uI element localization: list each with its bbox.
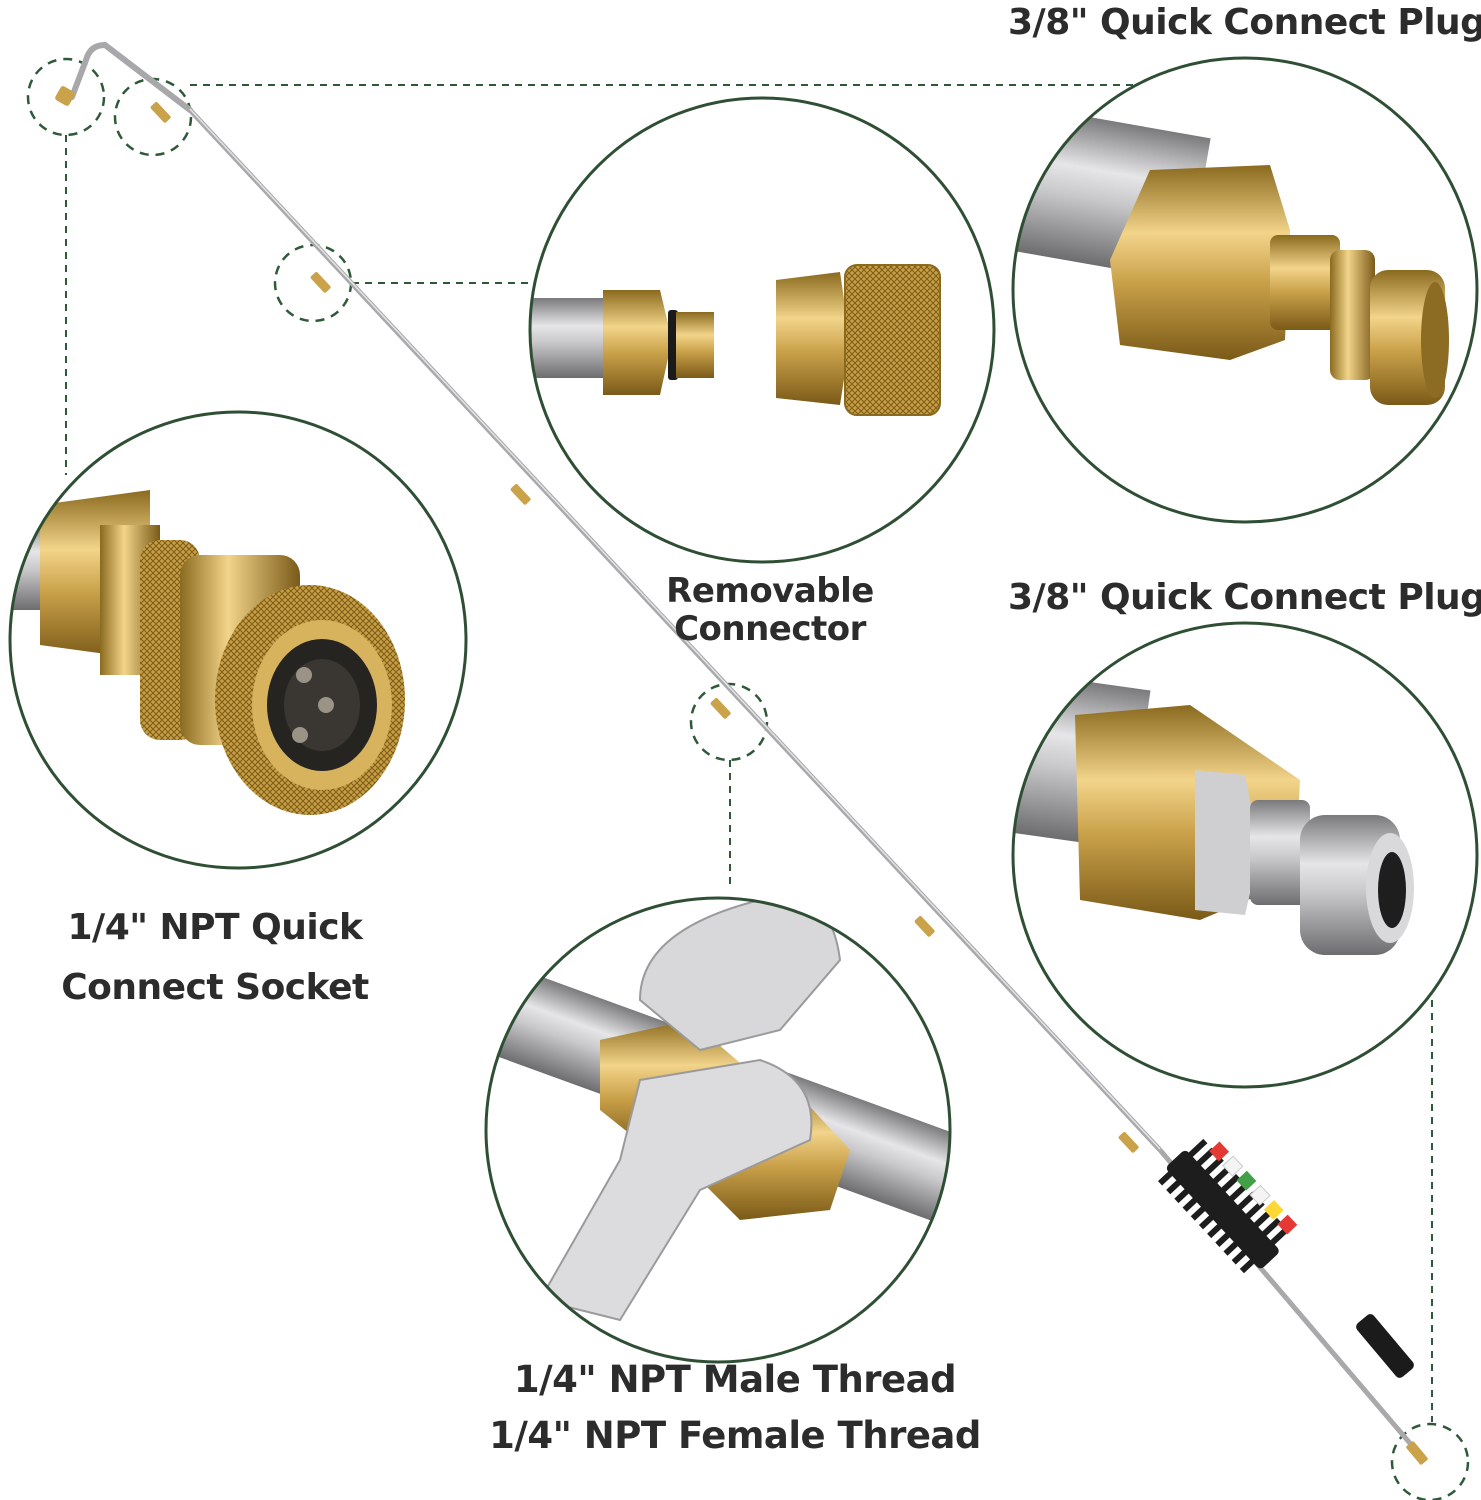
label-middle-plug-text: 3/8" Quick Connect Plug [1008,577,1481,618]
label-npt-thread: 1/4" NPT Male Thread 1/4" NPT Female Thr… [470,1352,1000,1464]
label-removable-line1: Removable [666,571,874,611]
spray-wand [55,41,1428,1465]
label-socket-line2: Connect Socket [61,967,369,1008]
nozzle-holder [1157,1138,1298,1274]
dashed-leader-lines [65,84,1433,1422]
label-top-plug-text: 3/8" Quick Connect Plug [1008,2,1481,43]
removable-connector-photo [528,96,996,564]
label-top-plug: 3/8" Quick Connect Plug [1008,2,1481,43]
label-removable-connector: Removable Connector [640,572,900,648]
label-removable-line2: Connector [674,609,866,649]
socket-detail-photo [8,410,468,870]
label-thread-line1: 1/4" NPT Male Thread [513,1358,957,1401]
brass-plug-photo [1011,56,1479,524]
label-middle-plug: 3/8" Quick Connect Plug [1008,577,1481,618]
thread-wrench-photo [484,896,952,1364]
label-thread-line2: 1/4" NPT Female Thread [489,1414,981,1457]
label-quick-connect-socket: 1/4" NPT Quick Connect Socket [40,898,390,1018]
steel-plug-photo [1011,621,1479,1089]
label-socket-line1: 1/4" NPT Quick [67,907,364,948]
